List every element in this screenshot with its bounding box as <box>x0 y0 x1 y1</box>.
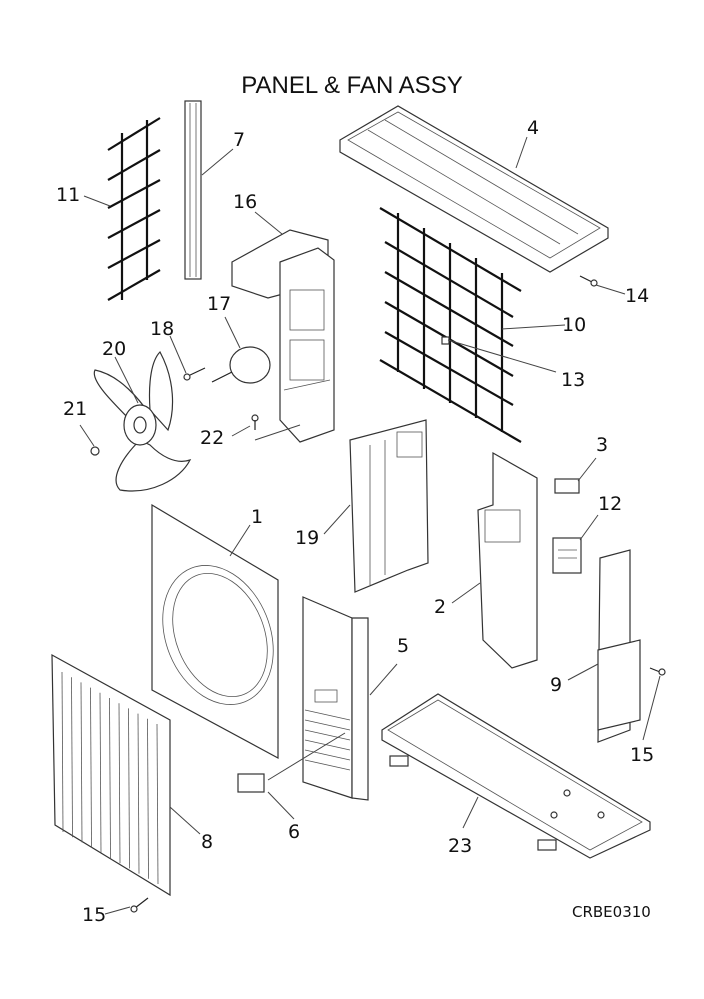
part-23-base-pan <box>381 693 651 859</box>
part-22-screw <box>251 414 301 441</box>
drawing-code: CRBE0310 <box>572 903 651 921</box>
label-7: 7 <box>233 129 245 151</box>
grille-slat <box>118 703 121 864</box>
label-18: 18 <box>150 318 174 340</box>
part-4-top-panel <box>339 105 609 273</box>
part-11-side-guard <box>107 117 161 301</box>
grille-slat <box>147 718 149 879</box>
label-22: 22 <box>200 427 224 449</box>
part-10-rear-guard <box>379 207 522 443</box>
label-12: 12 <box>598 493 622 515</box>
part-6-handle <box>237 773 265 793</box>
part-2-right-side-panel <box>477 451 538 669</box>
part-15-screw-right <box>649 667 666 676</box>
part-17-fan-motor <box>211 346 271 384</box>
part-1-front-panel <box>151 503 279 760</box>
label-19: 19 <box>295 527 319 549</box>
part-19-partition <box>349 419 429 593</box>
label-5: 5 <box>397 635 409 657</box>
label-3: 3 <box>596 434 608 456</box>
label-2: 2 <box>434 596 446 618</box>
grille-slat <box>90 687 92 848</box>
grille-slat <box>99 692 102 853</box>
part-15-screw-left <box>130 897 149 913</box>
label-15-right: 15 <box>630 744 654 766</box>
label-9: 9 <box>550 674 562 696</box>
label-16: 16 <box>233 191 257 213</box>
grille-slat <box>71 677 73 838</box>
grille-slat <box>156 723 159 885</box>
part-8-fan-grille <box>51 653 171 897</box>
label-10: 10 <box>562 314 586 336</box>
part-9-valve-cover <box>597 549 641 743</box>
label-11: 11 <box>56 184 80 206</box>
diagram-title: PANEL & FAN ASSY <box>241 72 463 99</box>
part-21-fan-nut <box>90 446 100 456</box>
label-20: 20 <box>102 338 126 360</box>
part-3-cap <box>554 478 580 494</box>
leader-lines <box>79 136 661 915</box>
label-8: 8 <box>201 831 213 853</box>
part-7-support-bar <box>184 100 202 280</box>
part-16-motor-support <box>231 229 335 443</box>
grille-slat <box>137 713 140 874</box>
label-14: 14 <box>625 285 649 307</box>
label-4: 4 <box>527 117 539 139</box>
label-6: 6 <box>288 821 300 843</box>
label-17: 17 <box>207 293 231 315</box>
grille-slat <box>109 697 111 859</box>
part-20-propeller-fan <box>93 351 192 492</box>
callout-labels: 11 7 4 16 14 10 13 17 18 20 21 22 3 12 1… <box>56 117 654 926</box>
part-12-handle <box>552 537 582 574</box>
part-18-motor-bolt <box>183 367 206 381</box>
label-15-left: 15 <box>82 904 106 926</box>
grille-slat <box>61 671 64 833</box>
grille-slat <box>80 682 83 843</box>
part-14-screw <box>579 275 598 287</box>
grille-slat <box>128 708 130 869</box>
label-21: 21 <box>63 398 87 420</box>
part-5-front-right-panel <box>267 596 369 801</box>
label-1: 1 <box>251 506 263 528</box>
label-13: 13 <box>561 369 585 391</box>
label-23: 23 <box>448 835 472 857</box>
